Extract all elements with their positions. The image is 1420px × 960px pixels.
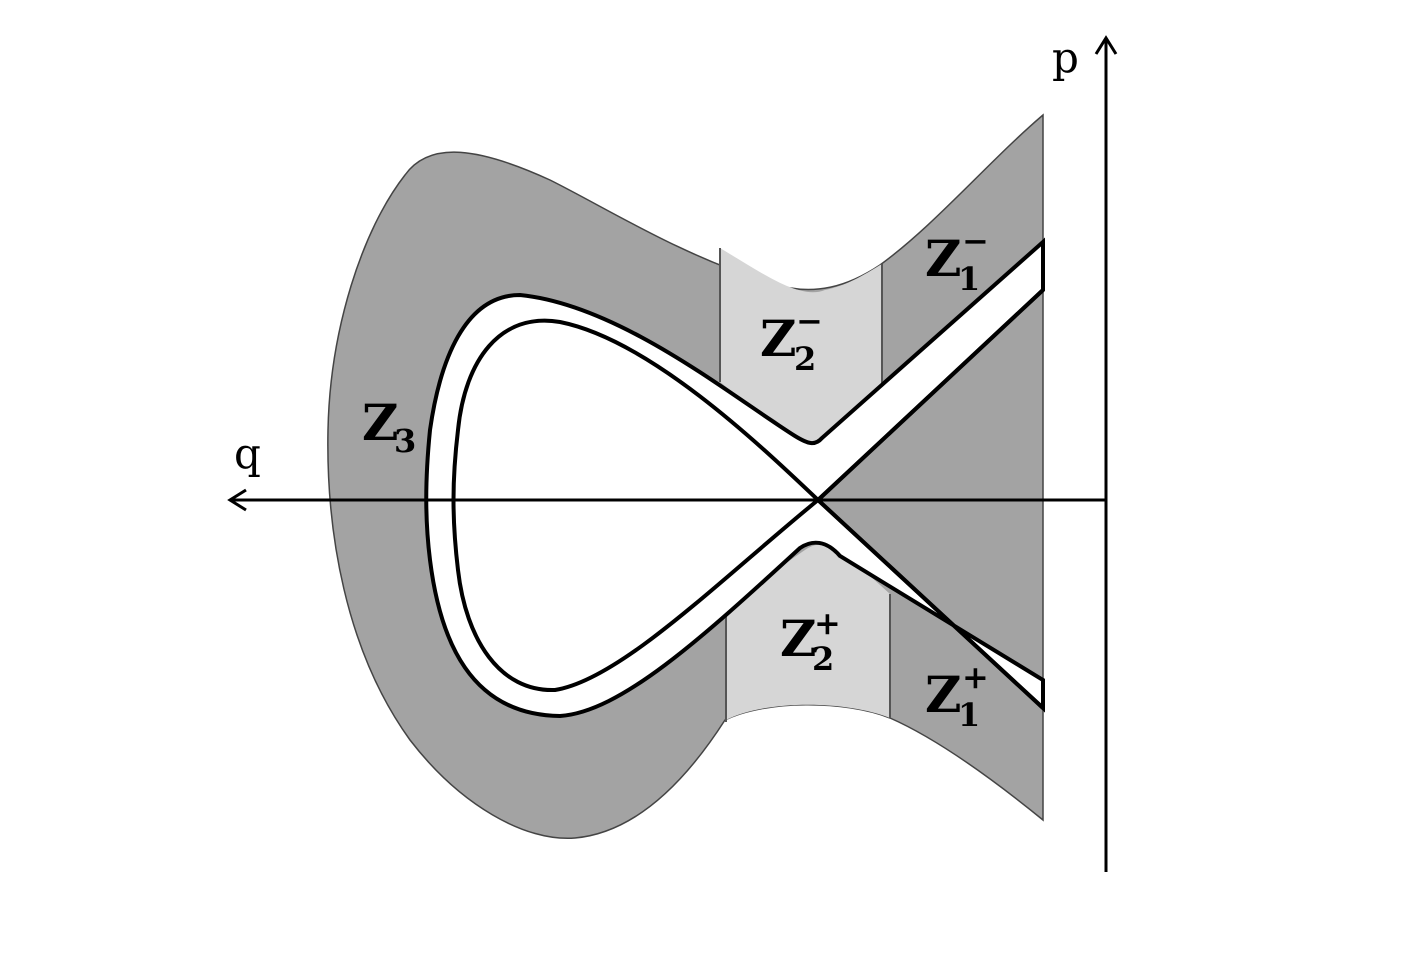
z1-plus-superscript: + <box>962 658 989 696</box>
separatrix-branch-upper <box>816 288 1045 502</box>
z2-minus-region <box>720 248 882 448</box>
z2-minus-subscript: 2 <box>794 340 816 378</box>
label-z1-plus: Z + 1 <box>925 658 989 734</box>
p-axis-label: p <box>1052 33 1079 82</box>
label-z1-minus: Z − 1 <box>925 222 989 298</box>
z2-plus-subscript: 2 <box>812 640 834 678</box>
label-z3: Z 3 <box>362 393 416 460</box>
z3-subscript: 3 <box>394 422 416 460</box>
separatrix-branch-lower <box>816 498 1045 710</box>
z1-plus-subscript: 1 <box>958 696 980 734</box>
z2-plus-base: Z <box>780 609 817 668</box>
q-axis-label: q <box>234 429 261 478</box>
z2-minus-base: Z <box>760 309 797 368</box>
z2-plus-superscript: + <box>814 604 841 642</box>
z3-base: Z <box>362 393 399 452</box>
z1-minus-base: Z <box>925 229 962 288</box>
label-z2-minus: Z − 2 <box>760 302 823 378</box>
p-axis-arrowhead <box>1094 35 1118 55</box>
label-z2-plus: Z + 2 <box>780 604 841 678</box>
z1-minus-subscript: 1 <box>958 260 980 298</box>
z2-plus-region <box>726 544 890 720</box>
z2-minus-superscript: − <box>796 302 823 340</box>
z1-minus-superscript: − <box>962 222 989 260</box>
separatrix-inner-loop <box>451 318 822 693</box>
z1-plus-base: Z <box>925 665 962 724</box>
q-axis-arrowhead <box>227 488 247 512</box>
